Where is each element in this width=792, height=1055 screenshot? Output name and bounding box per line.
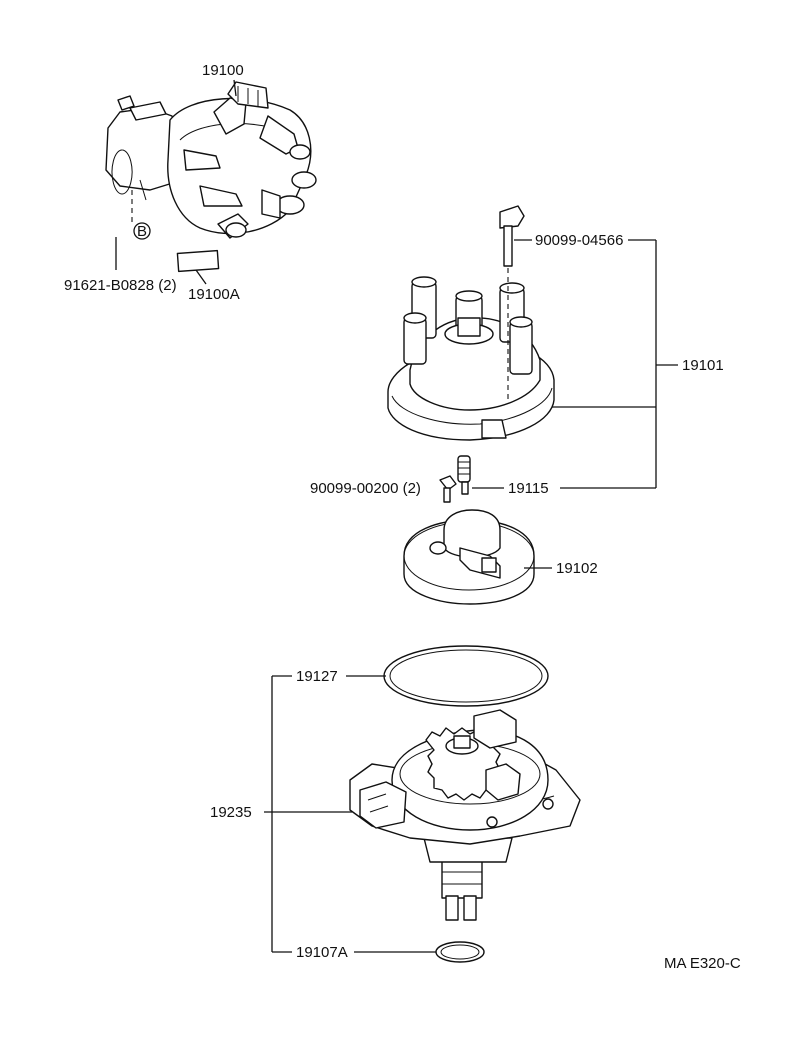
- reference-code: MA E320-C: [664, 955, 741, 972]
- o-ring-drawing: [383, 645, 549, 707]
- label-plate-drawing: [176, 249, 220, 273]
- marker-circle: [133, 222, 151, 240]
- callout-carbon-brush: 19115: [508, 480, 549, 497]
- callout-assembly: 19100: [202, 62, 244, 79]
- callout-label-plate: 19100A: [188, 286, 240, 303]
- housing-drawing: [349, 709, 581, 921]
- callout-housing: 19235: [210, 804, 252, 821]
- shaft-o-ring-drawing: [435, 941, 485, 963]
- leader-label-plate: [195, 269, 207, 285]
- distributor-cap-drawing: [387, 276, 555, 441]
- carbon-brush-drawing: [457, 455, 471, 495]
- callout-o-ring: 19127: [296, 668, 338, 685]
- cap-screws-drawing: [439, 475, 457, 503]
- callout-cap: 19101: [682, 357, 724, 374]
- leader-assembly: [233, 79, 237, 97]
- cap-screw-drawing: [499, 205, 525, 400]
- callout-shaft-o-ring: 19107A: [296, 944, 348, 961]
- rotor-drawing: [403, 509, 535, 605]
- distributor-assembly-drawing: [105, 81, 317, 239]
- callout-rotor: 19102: [556, 560, 598, 577]
- callout-clamp-bolt: 91621-B0828 (2): [64, 277, 177, 294]
- callout-cap-screw: 90099-04566: [535, 232, 623, 249]
- callout-marker: B: [137, 223, 147, 240]
- callout-cap-screws: 90099-00200 (2): [310, 480, 421, 497]
